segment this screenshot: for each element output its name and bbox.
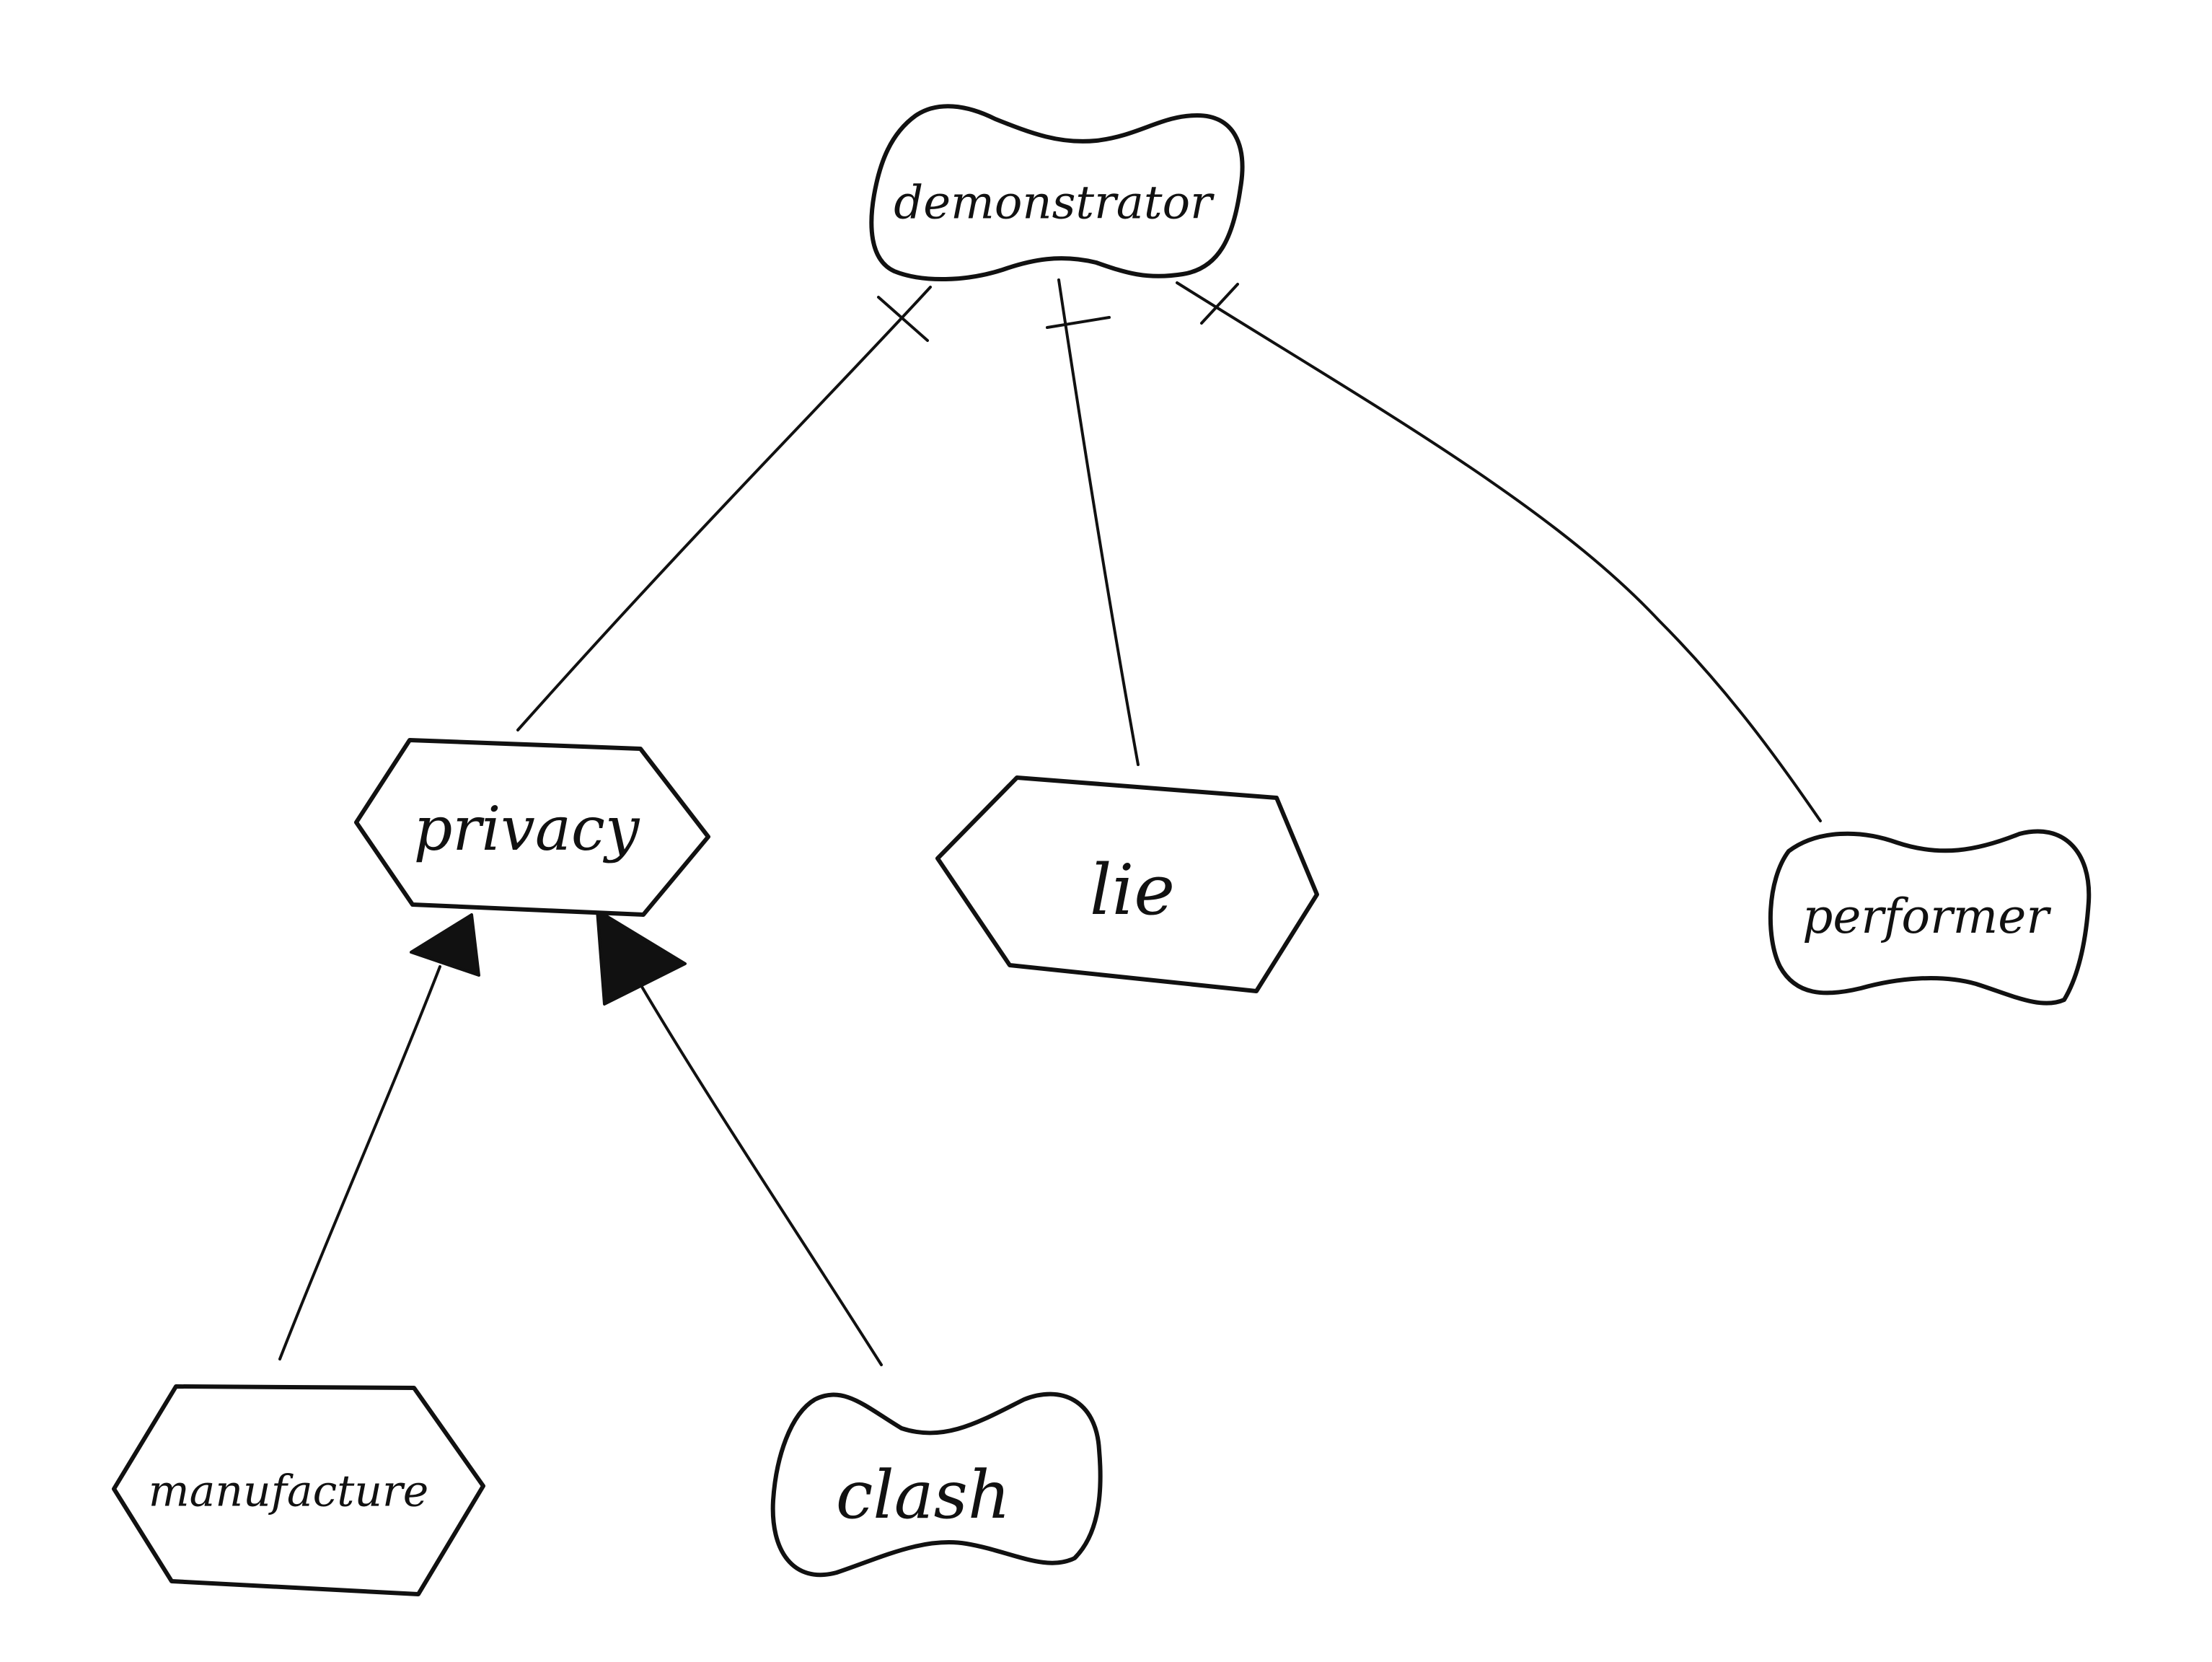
cross-tick-marker xyxy=(877,296,929,342)
edge-demonstrator-privacy xyxy=(516,286,932,731)
node-label: performer xyxy=(1802,889,2051,944)
node-label: manufacture xyxy=(149,1467,428,1517)
cloud-shape xyxy=(770,1391,1103,1578)
edge-demonstrator-lie xyxy=(1046,278,1140,766)
node-performer[interactable]: performer xyxy=(1768,829,2092,1006)
node-manufacture[interactable]: manufacture xyxy=(112,1384,485,1596)
node-privacy[interactable]: privacy xyxy=(354,738,710,917)
hexagon-shape xyxy=(354,738,710,917)
cross-tick-marker xyxy=(1046,316,1111,329)
cross-tick-marker xyxy=(1200,283,1239,325)
triangle-arrowhead xyxy=(596,909,687,1006)
node-label: lie xyxy=(1090,850,1175,931)
node-clash[interactable]: clash xyxy=(770,1391,1103,1578)
hexagon-shape xyxy=(112,1384,485,1596)
hexagon-shape xyxy=(935,775,1319,993)
node-lie[interactable]: lie xyxy=(935,775,1319,993)
cloud-shape xyxy=(869,104,1245,282)
node-label: demonstrator xyxy=(894,177,1215,230)
edge-demonstrator-performer xyxy=(1176,281,1822,822)
edge-manufacture-privacy xyxy=(278,913,480,1360)
node-demonstrator[interactable]: demonstrator xyxy=(869,104,1245,282)
node-label: clash xyxy=(836,1456,1010,1534)
triangle-arrowhead xyxy=(410,913,480,977)
node-label: privacy xyxy=(414,793,640,864)
cloud-shape xyxy=(1768,829,2092,1006)
edge-clash-privacy xyxy=(596,909,883,1366)
